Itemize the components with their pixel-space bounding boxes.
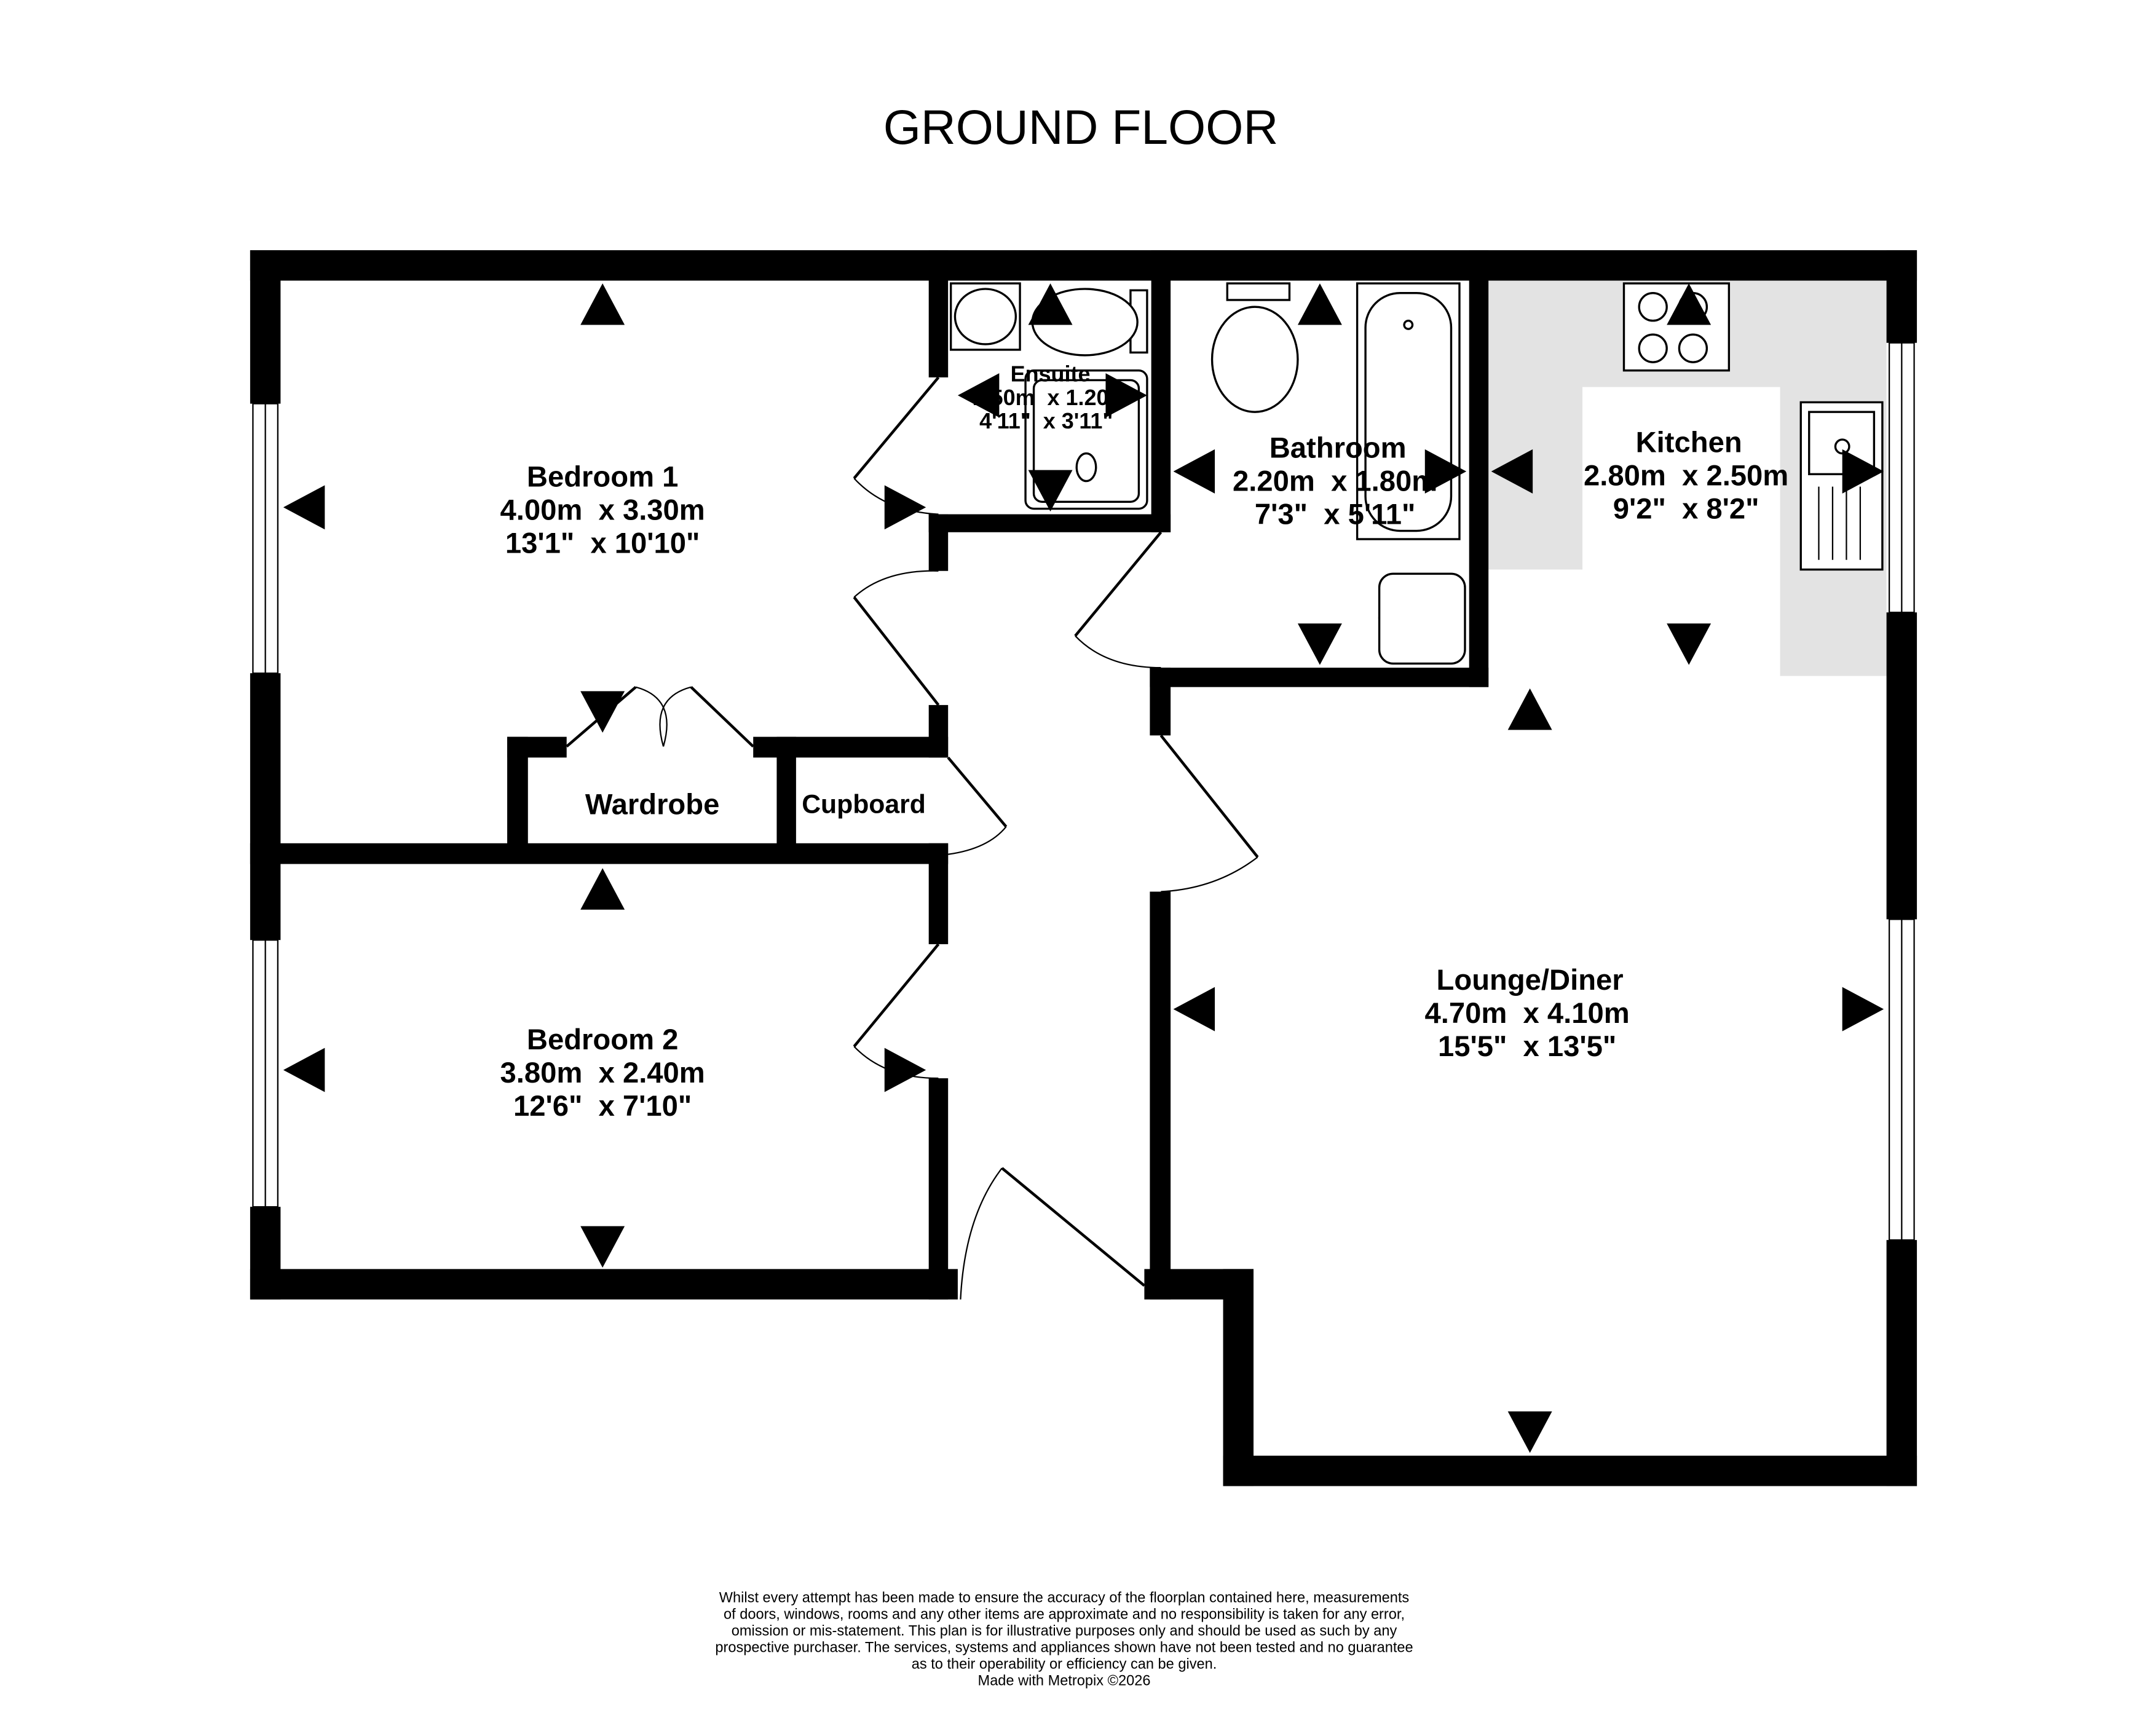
room-imperial: 12'6" x 7'10" [513,1090,692,1122]
floor-title: GROUND FLOOR [883,100,1279,154]
walls [250,250,1917,1486]
room-bathroom: Bathroom 2.20m x 1.80m 7'3" x 5'11" [1233,432,1437,531]
room-name: Bedroom 1 [527,461,679,494]
room-kitchen: Kitchen 2.80m x 2.50m 9'2" x 8'2" [1584,426,1788,525]
room-lounge-diner: Lounge/Diner 4.70m x 4.10m 15'5" x 13'5" [1425,964,1630,1063]
room-imperial: 13'1" x 10'10" [505,527,700,560]
hob-icon [1622,282,1731,372]
disclaimer-line: omission or mis-statement. This plan is … [732,1623,1397,1639]
basin-icon [1378,572,1466,665]
disclaimer-line: Made with Metropix ©2026 [978,1673,1151,1689]
room-metric: 4.70m x 4.10m [1425,997,1630,1030]
room-imperial: 15'5" x 13'5" [1438,1030,1616,1063]
disclaimer-line: as to their operability or efficiency ca… [912,1656,1217,1672]
room-metric: 3.80m x 2.40m [500,1057,705,1089]
wardrobe-label: Wardrobe [585,789,720,821]
room-metric: 2.20m x 1.80m [1233,465,1437,497]
windows [252,342,1915,1241]
room-imperial: 9'2" x 8'2" [1613,492,1759,525]
room-name: Kitchen [1636,426,1742,459]
room-name: Bedroom 2 [527,1024,679,1056]
room-name: Lounge/Diner [1437,964,1624,996]
room-bedroom-2: Bedroom 2 3.80m x 2.40m 12'6" x 7'10" [500,1024,705,1122]
room-bedroom-1: Bedroom 1 4.00m x 3.30m 13'1" x 10'10" [500,461,705,560]
room-imperial: 7'3" x 5'11" [1255,498,1415,531]
room-name: Ensuite [1011,361,1091,387]
room-metric: 2.80m x 2.50m [1584,459,1788,492]
room-imperial: 4'11" x 3'11" [979,408,1113,433]
room-metric: 1.50m x 1.20m [973,385,1129,410]
room-name: Bathroom [1270,432,1407,464]
cupboard-label: Cupboard [802,789,926,819]
dimension-arrows [283,283,1884,1453]
room-ensuite: Ensuite 1.50m x 1.20m 4'11" x 3'11" [973,361,1129,433]
sink-icon [1799,401,1884,571]
toilet-icon [1210,282,1299,413]
disclaimer-line: Whilst every attempt has been made to en… [719,1590,1409,1606]
disclaimer-line: of doors, windows, rooms and any other i… [724,1606,1405,1622]
disclaimer: Whilst every attempt has been made to en… [715,1590,1413,1689]
kitchen-worktop [1488,280,1887,676]
room-metric: 4.00m x 3.30m [500,494,705,527]
ensuite-basin-icon [949,282,1021,351]
disclaimer-line: prospective purchaser. The services, sys… [715,1639,1413,1655]
doors [566,376,1259,1300]
